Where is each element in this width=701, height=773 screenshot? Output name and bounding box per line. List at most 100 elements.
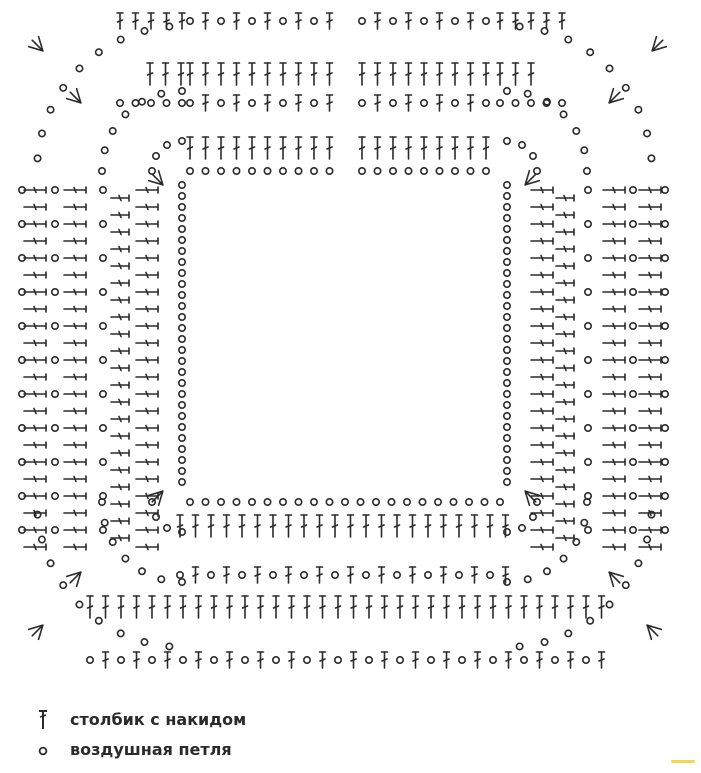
corner-increase-stitch: [651, 35, 668, 52]
chain-stitch: [178, 527, 187, 536]
chain-stitch: [163, 523, 172, 532]
chain-stitch: [131, 99, 140, 108]
chain-stitch: [178, 411, 187, 420]
double-crochet-stitch: [135, 543, 159, 551]
double-crochet-stitch: [411, 595, 420, 619]
chain-stitch: [502, 422, 511, 431]
double-crochet-stitch: [638, 390, 662, 398]
double-crochet-stitch: [232, 136, 241, 160]
chain-stitch: [294, 497, 303, 506]
double-crochet-stitch: [393, 514, 401, 538]
double-crochet-stitch: [23, 220, 47, 228]
chain-stitch: [643, 535, 652, 544]
chain-stitch: [99, 186, 108, 195]
double-crochet-stitch: [253, 514, 262, 538]
chain-stitch: [99, 525, 108, 534]
chain-stitch: [502, 214, 511, 223]
double-crochet-stitch: [222, 566, 231, 584]
chain-stitch: [660, 355, 669, 364]
double-crochet-stitch: [638, 305, 662, 313]
double-crochet-stitch: [555, 500, 575, 508]
chain-stitch: [178, 466, 187, 475]
double-crochet-stitch: [602, 373, 626, 381]
double-crochet-stitch: [238, 514, 246, 538]
chain-stitch: [502, 389, 511, 398]
chain-stitch: [178, 444, 187, 453]
double-crochet-stitch: [530, 373, 554, 381]
chain-stitch: [178, 99, 187, 108]
double-crochet-stitch: [135, 526, 159, 534]
chain-stitch: [248, 16, 257, 25]
double-crochet-stitch: [135, 373, 159, 381]
chain-stitch: [660, 389, 669, 398]
chain-stitch: [99, 457, 108, 466]
chain-stitch: [178, 268, 187, 277]
chain-stitch: [178, 334, 187, 343]
double-crochet-stitch: [294, 136, 303, 160]
chain-stitch: [325, 497, 334, 506]
double-crochet-stitch: [362, 514, 370, 538]
double-crochet-stitch: [530, 339, 554, 347]
double-crochet-stitch: [530, 475, 554, 483]
double-crochet-stitch: [482, 136, 490, 160]
double-crochet-stitch: [135, 271, 159, 279]
double-crochet-stitch: [110, 432, 130, 440]
chain-stitch: [50, 525, 59, 534]
chain-stitch: [540, 26, 549, 35]
double-crochet-stitch: [420, 62, 428, 86]
legend-item-ch: воздушная петля: [30, 734, 246, 764]
double-crochet-stitch: [294, 62, 303, 86]
chain-stitch: [186, 99, 195, 108]
double-crochet-stitch: [315, 514, 324, 538]
chain-stitch: [583, 186, 592, 195]
double-crochet-stitch: [23, 356, 47, 364]
chain-stitch: [178, 577, 187, 586]
double-crochet-stitch: [201, 62, 210, 86]
chain-stitch: [148, 497, 157, 506]
double-crochet-stitch: [602, 305, 626, 313]
chain-stitch: [248, 497, 257, 506]
double-crochet-stitch: [466, 94, 475, 112]
double-crochet-stitch: [602, 492, 626, 500]
chain-stitch: [564, 629, 573, 638]
double-crochet-stitch: [602, 322, 626, 330]
double-crochet-stitch: [349, 651, 358, 669]
corner-increase-stitch: [65, 571, 82, 588]
double-crochet-stitch: [555, 330, 575, 338]
chain-stitch: [178, 477, 187, 486]
double-crochet-stitch: [555, 398, 575, 406]
chain-stitch: [17, 220, 26, 229]
double-crochet-stitch: [194, 651, 203, 669]
double-crochet-stitch: [110, 313, 130, 321]
double-crochet-stitch: [404, 136, 413, 160]
chain-stitch: [485, 570, 494, 579]
chain-stitch: [302, 655, 311, 664]
double-crochet-stitch: [638, 526, 662, 534]
double-crochet-stitch: [284, 514, 293, 538]
double-crochet-stitch: [117, 595, 125, 619]
double-crochet-stitch: [602, 237, 626, 245]
double-crochet-stitch: [63, 492, 87, 500]
chain-stitch: [99, 355, 108, 364]
chain-stitch: [99, 220, 108, 229]
double-crochet-stitch: [638, 356, 662, 364]
chain-stitch: [50, 355, 59, 364]
chain-stitch: [357, 167, 366, 176]
chain-stitch: [583, 220, 592, 229]
double-crochet-stitch: [377, 514, 386, 538]
chain-stitch: [502, 312, 511, 321]
double-crochet-stitch: [555, 381, 575, 389]
double-crochet-stitch: [132, 651, 141, 669]
double-crochet-stitch: [638, 220, 662, 228]
double-crochet-stitch: [279, 136, 287, 160]
double-crochet-stitch: [530, 322, 554, 330]
double-crochet-stitch: [482, 62, 490, 86]
double-crochet-stitch: [555, 432, 575, 440]
double-crochet-stitch: [110, 483, 130, 491]
chain-stitch: [152, 512, 161, 521]
double-crochet-stitch: [638, 339, 662, 347]
chain-stitch: [628, 389, 637, 398]
double-crochet-stitch: [435, 12, 444, 30]
double-crochet-stitch: [23, 458, 47, 466]
chain-stitch: [502, 290, 511, 299]
